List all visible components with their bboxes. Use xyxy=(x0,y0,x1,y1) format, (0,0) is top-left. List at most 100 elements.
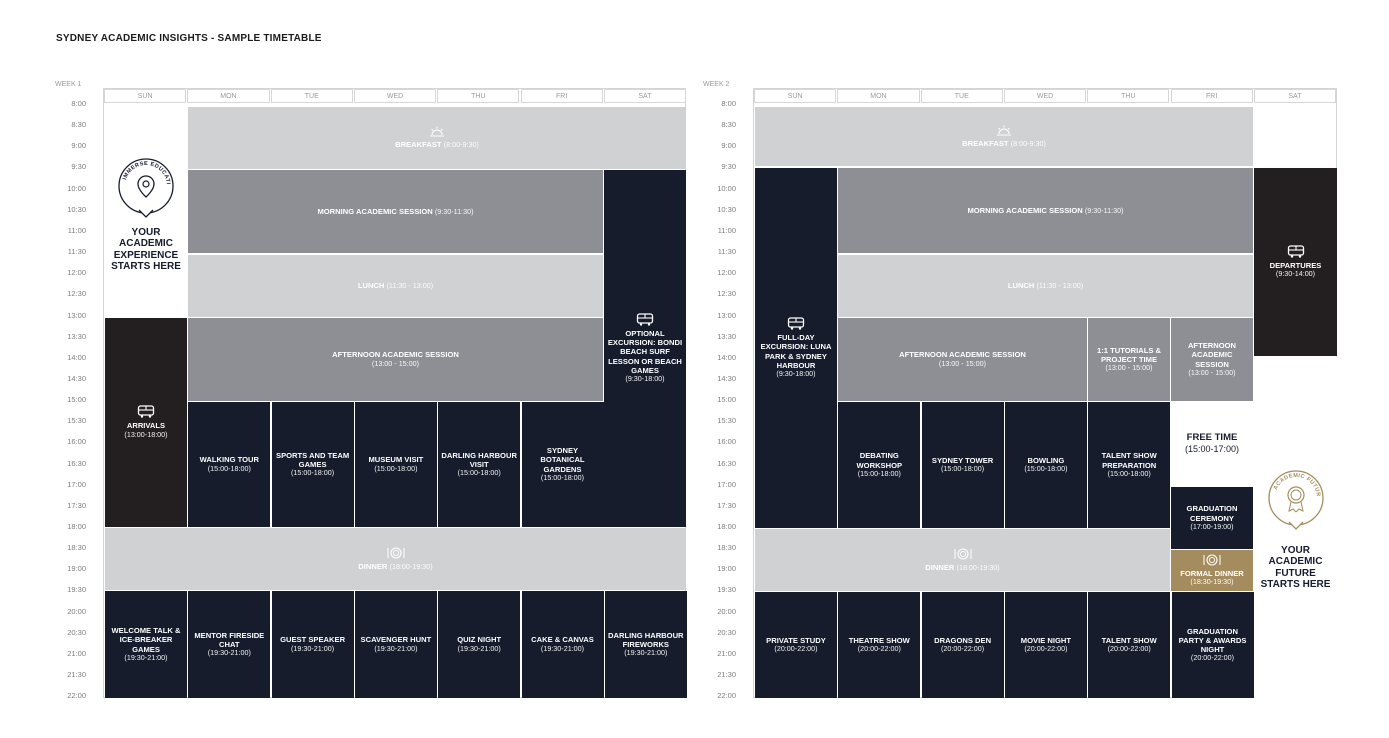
departures-label: DEPARTURES xyxy=(1269,260,1322,270)
activity-label: SYDNEY TOWER xyxy=(931,455,994,465)
activity-time: (15:00-18:00) xyxy=(941,464,985,474)
evening-activity-1: MENTOR FIRESIDE CHAT(19:30-21:00) xyxy=(188,591,271,698)
activity-label: BOWLING xyxy=(1027,455,1065,465)
activity-label: DEBATING WORKSHOP xyxy=(856,451,903,470)
arrivals-time: (13:00-18:00) xyxy=(124,429,168,439)
evening-activity-5: CAKE & CANVAS(19:30-21:00) xyxy=(521,591,604,698)
time-label: 15:00 xyxy=(67,395,86,405)
lunch-block: LUNCH (11:30 - 13:00) xyxy=(838,255,1253,317)
time-label: 13:30 xyxy=(717,331,736,341)
page-title: SYDNEY ACADEMIC INSIGHTS - SAMPLE TIMETA… xyxy=(56,33,322,44)
time-label: 9:00 xyxy=(721,141,736,151)
formal-dinner-time: (18:30-19:30) xyxy=(1190,577,1234,587)
evening-activity-time: (20:00-22:00) xyxy=(1107,644,1151,654)
activity-1: SYDNEY TOWER(15:00-18:00) xyxy=(921,402,1004,528)
graduation-label: GRADUATION CEREMONY xyxy=(1186,504,1238,523)
day-header-fri: FRI xyxy=(1170,89,1253,103)
afternoon-time: (13:00 - 15:00) xyxy=(371,358,420,368)
graduation-block: GRADUATION CEREMONY (17:00-19:00) xyxy=(1171,487,1253,549)
time-label: 20:30 xyxy=(67,627,86,637)
welcome-text: YOUR ACADEMIC EXPERIENCE STARTS HERE xyxy=(111,227,181,272)
dinner-plate-icon xyxy=(1203,554,1221,566)
departures-time: (9:30-14:00) xyxy=(1275,269,1316,279)
time-label: 17:30 xyxy=(67,500,86,510)
afternoon-session-block: AFTERNOON ACADEMIC SESSION (13:00 - 15:0… xyxy=(188,318,603,401)
tutorials-label: 1:1 TUTORIALS & PROJECT TIME xyxy=(1097,345,1161,365)
time-label: 11:00 xyxy=(67,225,86,235)
time-label: 21:00 xyxy=(717,648,736,658)
breakfast-time: (8:00-9:30) xyxy=(443,140,479,150)
excursion-time: (9:30-18:00) xyxy=(625,374,665,384)
time-label: 16:30 xyxy=(67,458,86,468)
evening-activity-6: DARLING HARBOUR FIREWORKS(19:30-21:00) xyxy=(604,591,687,698)
activity-label: DARLING HARBOUR VISIT xyxy=(441,450,517,470)
dinner-time: (18:00-19:30) xyxy=(389,561,433,571)
future-block: ACADEMIC FUTURE YOUR ACADEMIC FUTURE STA… xyxy=(1254,357,1337,698)
lunch-block: LUNCH (11:30 - 13:00) xyxy=(188,255,603,317)
evening-activity-label: QUIZ NIGHT xyxy=(457,635,502,645)
afternoon-session-block: AFTERNOON ACADEMIC SESSION (13:00 - 15:0… xyxy=(838,318,1087,401)
arrivals-block: ARRIVALS (13:00-18:00) xyxy=(105,318,187,527)
time-label: 8:00 xyxy=(721,99,736,108)
time-label: 18:30 xyxy=(717,543,736,553)
morning-session-block: MORNING ACADEMIC SESSION (9:30-11:30) xyxy=(188,170,603,253)
fri-afternoon-label: AFTERNOON ACADEMIC SESSION xyxy=(1187,341,1237,369)
time-label: 18:00 xyxy=(67,522,86,531)
time-label: 18:30 xyxy=(67,543,86,553)
evening-activity-time: (19:30-21:00) xyxy=(124,652,168,662)
activity-time: (15:00-18:00) xyxy=(457,468,501,478)
dinner-time: (18:00-19:30) xyxy=(956,562,1000,572)
sunrise-icon xyxy=(997,125,1011,136)
lunch-time: (11:30 - 13:00) xyxy=(1036,281,1084,291)
evening-activity-5: GRADUATION PARTY & AWARDS NIGHT(20:00-22… xyxy=(1171,592,1254,698)
activity-time: (15:00-18:00) xyxy=(374,463,418,473)
time-label: 11:30 xyxy=(67,247,86,257)
bus-icon xyxy=(137,405,155,419)
evening-activity-label: TALENT SHOW xyxy=(1101,635,1157,645)
evening-activity-label: PRIVATE STUDY xyxy=(766,635,826,645)
lunch-time: (11:30 - 13:00) xyxy=(386,281,434,291)
time-label: 11:30 xyxy=(717,247,736,257)
dinner-label: DINNER xyxy=(358,561,388,571)
lunch-label: LUNCH xyxy=(1007,281,1035,291)
dinner-plate-icon xyxy=(387,547,404,559)
evening-activity-0: PRIVATE STUDY(20:00-22:00) xyxy=(755,592,837,698)
time-label: 17:00 xyxy=(717,479,736,489)
evening-activity-time: (20:00-22:00) xyxy=(774,644,818,654)
time-label: 13:30 xyxy=(67,331,86,341)
morning-time: (9:30-11:30) xyxy=(1084,205,1124,215)
bus-icon xyxy=(1287,245,1304,258)
excursion-block: FULL-DAY EXCURSION: LUNA PARK & SYDNEY H… xyxy=(755,168,837,528)
svg-text:IMMERSE EDUCATION: IMMERSE EDUCATION xyxy=(113,153,171,185)
breakfast-time: (8:00-9:30) xyxy=(1010,138,1046,148)
time-label: 20:00 xyxy=(717,606,736,616)
activity-3: DARLING HARBOUR VISIT(15:00-18:00) xyxy=(438,402,521,527)
time-label: 16:00 xyxy=(67,437,86,447)
activity-label: WALKING TOUR xyxy=(199,455,259,465)
activity-label: TALENT SHOW PREPARATION xyxy=(1101,451,1157,470)
time-label: 9:30 xyxy=(721,162,736,172)
afternoon-time: (13:00 - 15:00) xyxy=(938,358,987,368)
time-label: 9:30 xyxy=(71,162,86,172)
breakfast-label: BREAKFAST xyxy=(962,138,1009,148)
excursion-block: OPTIONAL EXCURSION: BONDI BEACH SURF LES… xyxy=(604,170,686,527)
time-label: 15:30 xyxy=(717,416,736,426)
activity-4: SYDNEY BOTANICAL GARDENS(15:00-18:00) xyxy=(521,402,604,527)
departures-block: DEPARTURES (9:30-14:00) xyxy=(1254,168,1337,356)
activity-1: SPORTS AND TEAM GAMES(15:00-18:00) xyxy=(271,402,354,527)
evening-activity-label: MOVIE NIGHT xyxy=(1020,635,1071,645)
time-label: 19:00 xyxy=(67,564,86,574)
fri-afternoon-time: (13:00 - 15:00) xyxy=(1188,367,1236,377)
time-label: 9:00 xyxy=(71,141,86,151)
activity-label: SPORTS AND TEAM GAMES xyxy=(276,450,350,470)
breakfast-label: BREAKFAST xyxy=(395,140,442,150)
activity-time: (15:00-18:00) xyxy=(1107,468,1151,478)
day-header-fri: FRI xyxy=(520,89,603,103)
time-label: 14:00 xyxy=(717,352,736,362)
time-label: 16:30 xyxy=(717,458,736,468)
time-label: 18:00 xyxy=(717,522,736,531)
time-label: 12:30 xyxy=(717,289,736,299)
evening-activity-label: DRAGONS DEN xyxy=(934,635,992,645)
